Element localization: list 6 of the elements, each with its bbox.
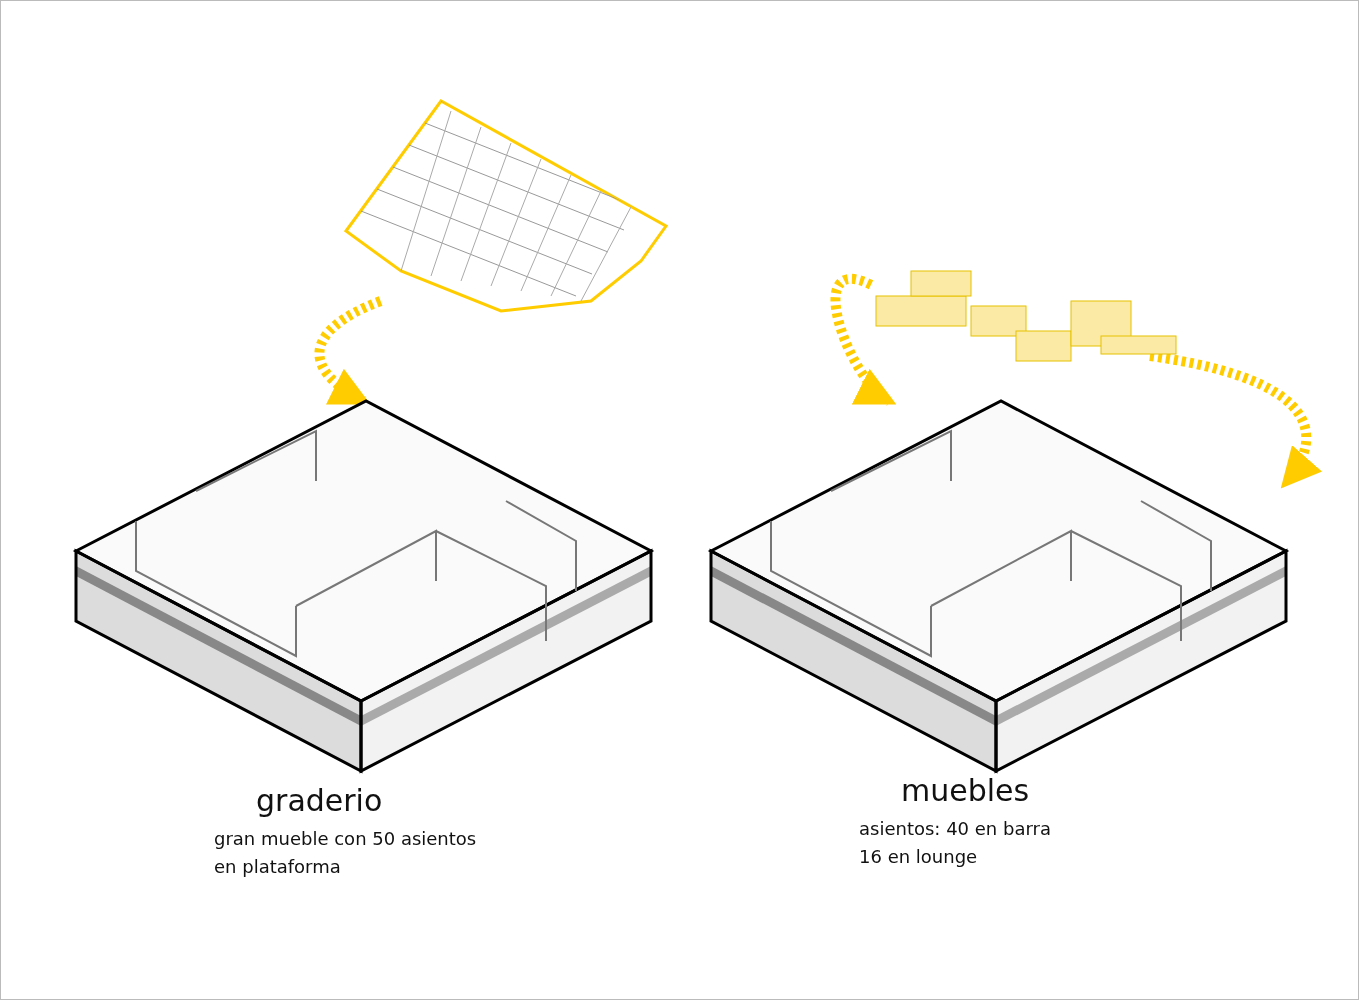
arrow <box>314 296 383 406</box>
caption-title: graderio <box>256 783 383 818</box>
caption-text: gran mueble con 50 asientos en plataforma <box>214 827 478 879</box>
arrow <box>830 274 896 406</box>
caption-title: muebles <box>901 773 1030 808</box>
caption-text: asientos: 40 en barra 16 en lounge <box>859 817 1052 869</box>
